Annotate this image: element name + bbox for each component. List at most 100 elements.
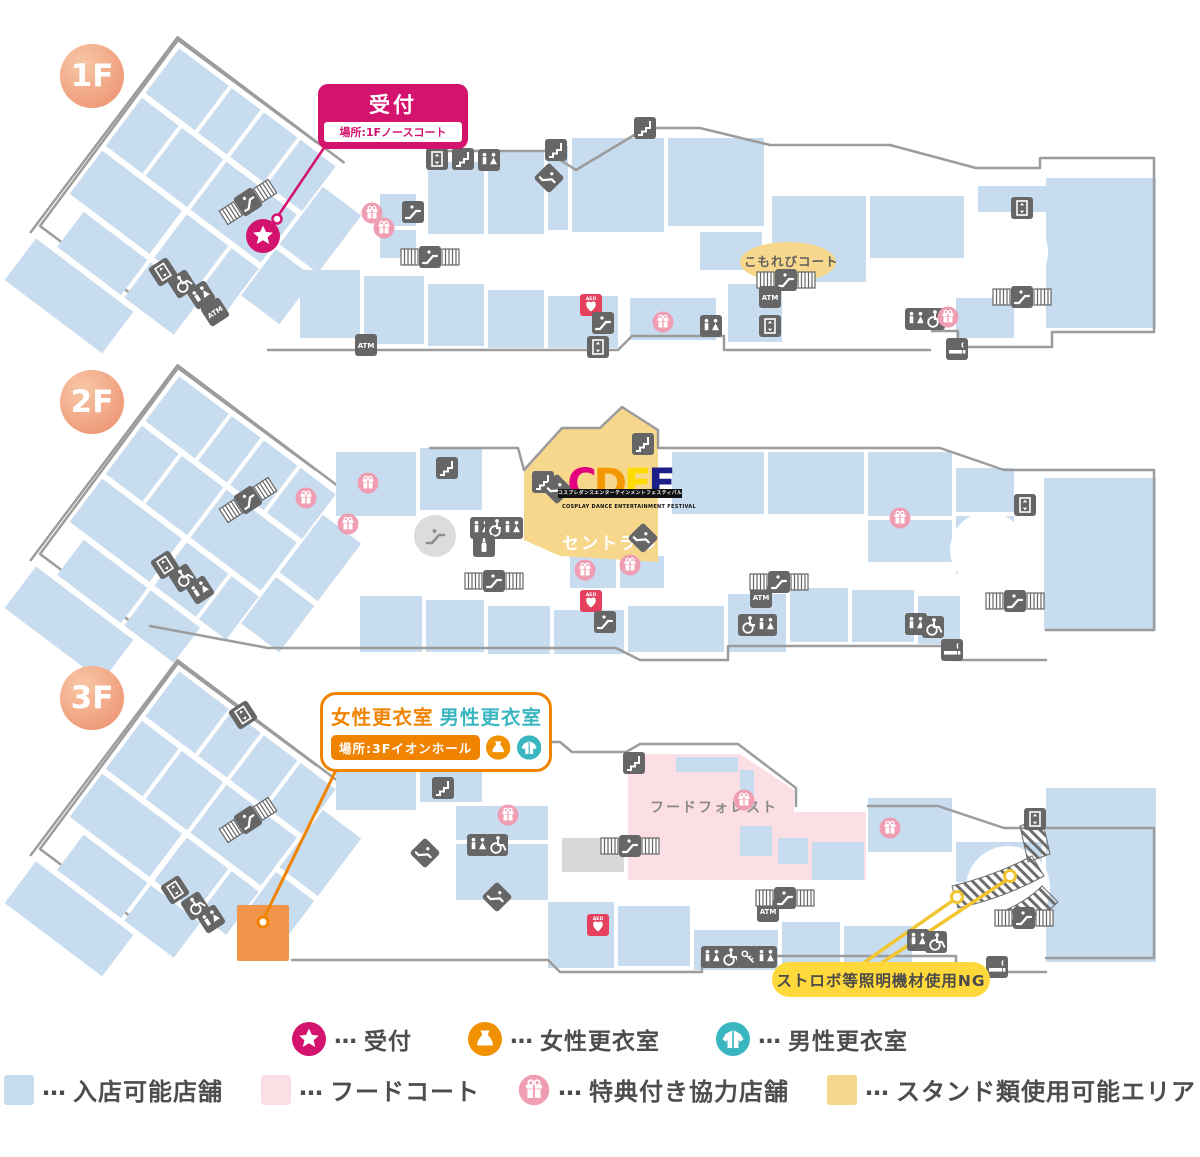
aeon-hall-changing-area [237,905,289,961]
atm-icon: ATM [199,296,231,328]
changing-room-pointer [256,761,342,929]
floor-1-map: こもれびコート AED ATM ATM ATM [0,35,1156,430]
escalator-wide-icon [754,885,816,911]
leader-dots: … [758,1023,781,1049]
atm-icon: ATM [759,286,781,308]
toilet-icon [467,834,489,856]
food-forest-label: フードフォレスト [650,800,778,816]
color-chip [261,1074,291,1105]
floor-3-badge: 3F [60,666,124,730]
reception-star-icon [292,1022,326,1056]
komorebi-court-label: こもれびコート [744,254,839,269]
food-forest-inner-blocks [676,757,864,880]
elevator-icon [425,147,449,171]
legend-label: フードコート [330,1078,480,1106]
escalator-wide-icon [991,284,1053,310]
legend-label: 男性更衣室 [788,1029,908,1055]
smoking-icon [940,638,964,662]
gift-icon [878,816,902,840]
wheelchair-icon [485,833,509,857]
atm-icon: ATM [750,586,772,608]
toilet-icon [501,517,523,539]
legend-reception-star: … 受付 [292,1022,412,1056]
legend-label: 受付 [364,1029,412,1055]
leader-dots: … [42,1072,66,1101]
changing-room-location: 場所:3Fイオンホール [331,735,481,760]
gift-icon [356,471,380,495]
reception-pointer [271,135,334,225]
wheelchair-icon [924,930,948,954]
toilet-icon [755,946,777,968]
smoking-icon [945,337,969,361]
legend-area: …フードコート [261,1072,480,1107]
floor-2-badge: 2F [60,370,124,434]
elevator-icon [758,314,782,338]
gift-icon [518,1073,550,1106]
svg-text:AED: AED [586,296,597,302]
gift-icon [336,512,360,536]
gift-icon [651,310,675,334]
changing-room-callout: 女性更衣室男性更衣室 場所:3Fイオンホール [320,692,552,772]
svg-text:AED: AED [586,592,597,598]
floor-2-plaza [950,512,1026,588]
stairs-icon [633,116,657,140]
gift-icon [618,553,642,577]
male-changing-icon [517,734,541,761]
stairs-icon [451,147,475,171]
reception-star-marker [246,219,280,253]
legend-areas-row: …入店可能店舗…フードコート…特典付き協力店舗…スタンド類使用可能エリア [0,1072,1200,1107]
atm-icon: ATM [757,900,779,922]
gift-icon [294,486,318,510]
elevator-icon [586,335,610,359]
stairs-icon [622,751,646,775]
gift-icon [372,216,396,240]
escalator-wide-icon [599,833,661,859]
escalator-wide-icon [399,244,461,270]
color-chip [4,1074,34,1105]
central-park-stage-area [524,407,658,562]
aed-icon: AED [580,590,602,612]
female-changing-icon [486,734,510,761]
legend-area: …入店可能店舗 [4,1072,223,1107]
stairs-icon [435,456,459,480]
legend-label: 入店可能店舗 [73,1078,223,1106]
female-changing-label: 女性更衣室 [331,706,434,729]
leader-dots: … [865,1072,889,1101]
wheelchair-icon [921,615,945,639]
aed-icon: AED [580,294,602,316]
legend-area: …スタンド類使用可能エリア [827,1072,1196,1107]
legend-markers-row: … 受付 …女性更衣室 … 男性更衣室 [0,1022,1200,1056]
floor-1-badge: 1F [60,44,124,108]
stairs-icon [544,138,568,162]
toilet-icon [478,149,500,171]
escalator-icon [592,609,618,635]
reception-callout: 受付 場所:1Fノースコート [318,84,468,149]
escalator-icon [590,310,616,336]
legend-area: …特典付き協力店舗 [518,1072,789,1107]
escalator-wide-icon [984,588,1046,614]
gift-icon [936,305,960,329]
male-changing-icon [716,1022,750,1056]
legend-female-changing: …女性更衣室 [468,1022,660,1056]
male-changing-label: 男性更衣室 [439,706,543,729]
svg-text:ATM: ATM [358,342,375,350]
floor-2-store-blocks [336,448,1156,654]
gift-icon [573,558,597,582]
legend-label: 女性更衣室 [540,1029,660,1055]
reception-location: 場所:1Fノースコート [324,122,462,142]
atm-icon: ATM [355,334,377,356]
leader-dots: … [558,1072,582,1101]
floor-1-plaza [968,212,1048,292]
female-changing-icon [468,1022,502,1056]
stairs-icon [631,432,655,456]
reception-title: 受付 [369,93,417,117]
toilet-icon [700,315,722,337]
legend-label: 特典付き協力店舗 [589,1078,789,1106]
elevator-icon [1013,493,1037,517]
baby-icon [473,535,495,557]
floor-1-store-blocks [300,138,1156,348]
leader-dots: … [334,1023,357,1049]
